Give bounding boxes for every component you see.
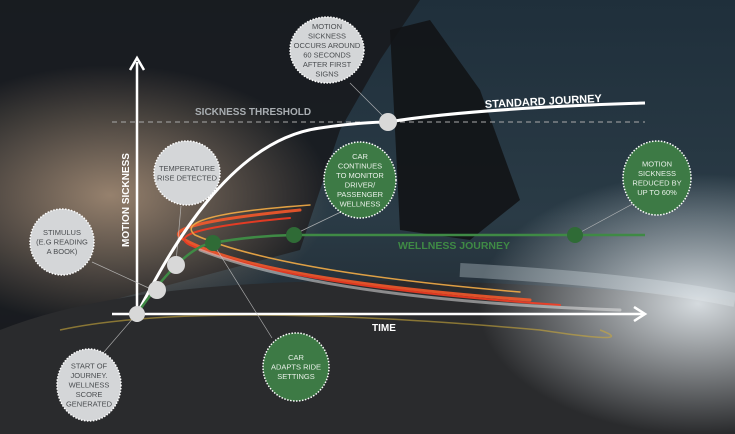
- callout-bubble: [262, 332, 330, 402]
- callout-text-line: A BOOK): [47, 247, 78, 256]
- callout-text-line: REDUCED BY: [632, 178, 681, 187]
- callout-text-line: TO MONITOR: [336, 171, 384, 180]
- callout-text-line: SICKNESS: [638, 169, 676, 178]
- standard-journey-line: [135, 101, 646, 315]
- callout-text-line: GENERATED: [66, 400, 113, 409]
- y-axis-label: MOTION SICKNESS: [121, 153, 132, 247]
- callout-bubble: [289, 16, 365, 84]
- callout-bubble: [622, 140, 692, 216]
- point-sickness: [379, 113, 397, 131]
- callout-text-line: WELLNESS: [69, 381, 110, 390]
- callout-text-line: SETTINGS: [277, 372, 315, 381]
- callout-text-line: CAR: [288, 353, 304, 362]
- callout-text-line: RISE DETECTED: [157, 173, 218, 182]
- callout-text-line: MOTION: [312, 22, 342, 31]
- data-points: [129, 113, 583, 322]
- point-stimulus: [148, 281, 166, 299]
- callout-text-line: SICKNESS: [308, 31, 346, 40]
- callout-text-line: (E.G READING: [36, 238, 88, 247]
- callout-text-line: CAR: [352, 152, 368, 161]
- callout-text-line: TEMPERATURE: [159, 164, 215, 173]
- callout-text-line: SCORE: [76, 390, 103, 399]
- sickness-threshold-label: SICKNESS THRESHOLD: [195, 107, 311, 118]
- point-adapts: [205, 235, 221, 251]
- callout-text-line: JOURNEY.: [71, 371, 108, 380]
- callout-text-line: STIMULUS: [43, 228, 81, 237]
- callout-leaders: [91, 82, 641, 353]
- callout-text-line: CONTINUES: [338, 161, 382, 170]
- point-temperature: [167, 256, 185, 274]
- callout-text-line: UP TO 60%: [637, 188, 677, 197]
- callout-text-line: ADAPTS RIDE: [271, 363, 321, 372]
- callout-text-line: SIGNS: [315, 69, 338, 78]
- callout-bubble: [323, 141, 397, 219]
- callout-text-line: MOTION: [642, 159, 672, 168]
- callout-text-line: 60 SECONDS: [303, 50, 351, 59]
- callout-text-line: AFTER FIRST: [303, 60, 352, 69]
- callout-text-line: DRIVER/: [345, 180, 376, 189]
- callout-text-line: START OF: [71, 362, 108, 371]
- callout-bubble: [153, 140, 221, 206]
- callout-text-line: PASSENGER: [337, 190, 384, 199]
- x-axis-label: TIME: [372, 323, 396, 334]
- axes: TIME MOTION SICKNESS: [112, 55, 648, 334]
- point-reduced: [567, 227, 583, 243]
- callout-bubble: [56, 348, 122, 422]
- callout-bubble: [29, 208, 95, 276]
- y-axis-arrow-icon: [128, 55, 146, 71]
- point-monitor: [286, 227, 302, 243]
- x-axis-arrow-icon: [633, 305, 648, 323]
- callout-text-line: OCCURS AROUND: [294, 41, 361, 50]
- wellness-journey-label: WELLNESS JOURNEY: [398, 240, 510, 252]
- callout-text-line: WELLNESS: [340, 199, 381, 208]
- point-start: [129, 306, 145, 322]
